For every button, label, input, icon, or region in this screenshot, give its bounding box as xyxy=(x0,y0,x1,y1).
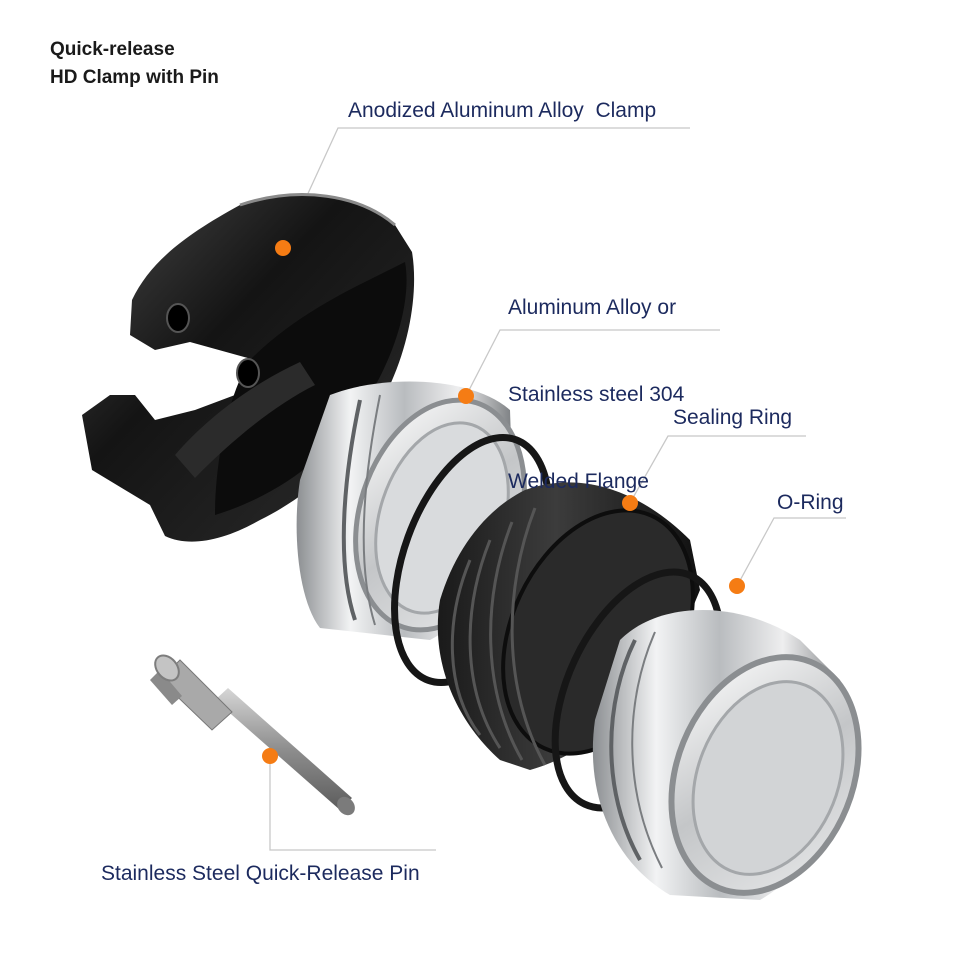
flange-groove-2 xyxy=(631,631,663,869)
sealing-ring-groove-4 xyxy=(510,507,547,766)
pin-head xyxy=(150,670,182,705)
label-flange: Aluminum Alloy or Stainless steel 304 We… xyxy=(508,235,684,525)
flange-bore xyxy=(691,680,845,876)
callout-dot-sealing-ring xyxy=(622,495,638,511)
leader-line-o-ring xyxy=(736,517,846,587)
leader-line-sealing-ring xyxy=(629,435,806,504)
label-flange-line-3: Welded Flange xyxy=(508,470,649,493)
label-flange-line-1: Aluminum Alloy or xyxy=(508,296,677,319)
clamp-inner-opening xyxy=(215,262,407,515)
label-flange-line-2: Stainless steel 304 xyxy=(508,383,685,406)
callout-dot-clamp xyxy=(275,240,291,256)
label-pin: Stainless Steel Quick-Release Pin xyxy=(101,862,420,885)
label-o-ring: O-Ring xyxy=(777,491,844,514)
sealing-ring-groove-2 xyxy=(468,539,502,749)
title-line-2: HD Clamp with Pin xyxy=(50,67,219,88)
quick-release-pin-part xyxy=(150,654,355,816)
label-sealing-ring: Sealing Ring xyxy=(673,406,793,429)
callout-dots xyxy=(262,240,745,764)
callout-dot-pin xyxy=(262,748,278,764)
pin-button xyxy=(154,654,180,682)
clamp-hinge-hole-left xyxy=(166,303,190,333)
welded-flange-groove xyxy=(341,399,362,621)
welded-flange-groove-2 xyxy=(362,394,381,626)
pin-tip xyxy=(337,796,355,816)
flange-part xyxy=(592,610,862,900)
label-clamp: Anodized Aluminum Alloy Clamp xyxy=(348,99,657,122)
clamp-edge-highlight xyxy=(239,193,396,227)
clamp-inner-band xyxy=(175,362,315,478)
diagram-title: Quick-release HD Clamp with Pin xyxy=(50,36,219,92)
callout-dot-flange xyxy=(458,388,474,404)
sealing-ring-groove-1 xyxy=(450,559,482,736)
clamp-hinge-hole-right xyxy=(236,358,260,388)
pin-shaft xyxy=(215,688,352,810)
flange-groove-1 xyxy=(609,639,642,861)
leader-line-flange xyxy=(465,329,720,397)
callout-dot-o-ring xyxy=(729,578,745,594)
sealing-ring-groove-3 xyxy=(489,521,524,761)
leader-line-pin xyxy=(269,756,436,851)
title-line-1: Quick-release xyxy=(50,39,175,60)
